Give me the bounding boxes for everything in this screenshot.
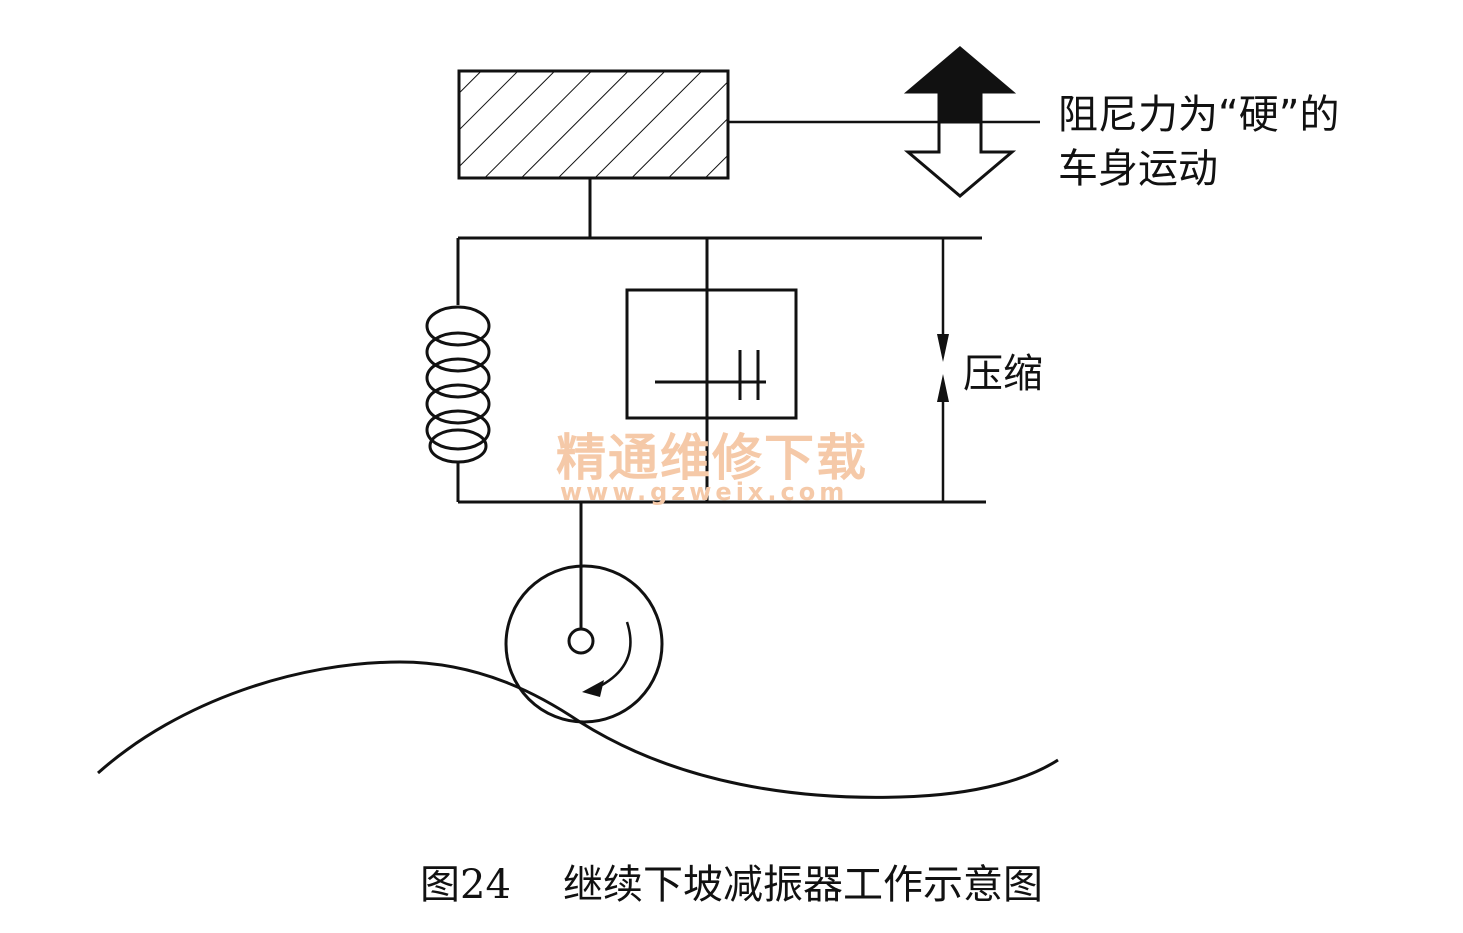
up-down-arrow-icon xyxy=(903,46,1017,198)
wheel-hub xyxy=(567,627,595,655)
compression-dimension xyxy=(937,238,949,502)
figure-caption: 图24 继续下坡减振器工作示意图 xyxy=(0,852,1463,910)
wheel xyxy=(504,564,664,724)
figure-title: 继续下坡减振器工作示意图 xyxy=(562,862,1043,908)
watermark-url: www.gzweix.com xyxy=(560,478,849,506)
up-arrow-icon xyxy=(903,46,1017,124)
damping-force-label-line2: 车身运动 xyxy=(1058,146,1218,192)
compression-label: 压缩 xyxy=(963,351,1043,397)
rotation-arrowhead-icon xyxy=(582,680,604,697)
damper-cylinder xyxy=(625,288,798,420)
road-surface-curve xyxy=(97,660,1059,799)
watermark-name: 精通维修下载 xyxy=(556,429,868,487)
damping-force-label-line1: 阻尼力为“硬”的 xyxy=(1058,92,1340,138)
down-arrow-icon xyxy=(903,120,1017,198)
figure-number: 图24 xyxy=(420,862,511,908)
piston-valve xyxy=(655,350,766,400)
damping-force-label: 阻尼力为“硬”的 车身运动 xyxy=(1058,88,1339,196)
rotation-arrow-icon xyxy=(591,621,632,692)
body-mass-block xyxy=(457,69,730,180)
coil-spring xyxy=(425,238,491,502)
